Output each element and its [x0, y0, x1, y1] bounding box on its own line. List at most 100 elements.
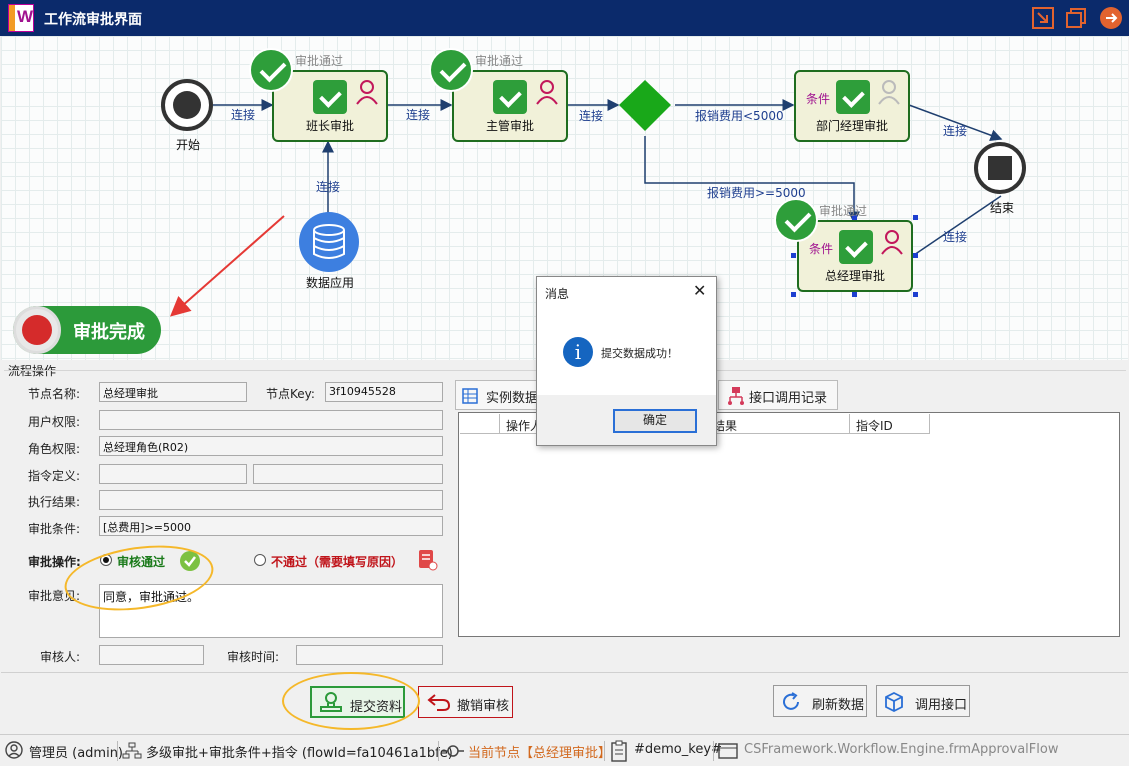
- cmd-def-label: 指令定义:: [28, 469, 81, 483]
- restore-icon[interactable]: [1064, 6, 1088, 30]
- approved-check-icon: [774, 198, 818, 242]
- reject-option-label[interactable]: 不通过（需要填写原因）: [271, 555, 404, 569]
- status-flow: 多级审批+审批条件+指令 (flowId=fa10461a1bfe): [146, 746, 453, 761]
- node-zongjingli[interactable]: 条件 总经理审批: [797, 220, 913, 292]
- clipboard-check-icon: [313, 80, 347, 114]
- end-label: 结束: [990, 201, 1015, 215]
- node-zhuguan[interactable]: 主管审批: [452, 70, 568, 142]
- approve-check-icon: [180, 551, 200, 571]
- clipboard-icon: [611, 740, 627, 762]
- flow-connectors: [161, 79, 1026, 317]
- cmd-def-field-1[interactable]: [99, 464, 247, 484]
- edge-label: 连接: [943, 124, 968, 138]
- op-label: 审批操作:: [28, 555, 81, 569]
- exec-result-field[interactable]: [99, 490, 443, 510]
- review-time-label: 审核时间:: [227, 650, 280, 664]
- reviewer-field[interactable]: [99, 645, 204, 665]
- user-icon: [356, 80, 378, 105]
- group-title: 流程操作: [8, 364, 57, 378]
- workflow-canvas[interactable]: 开始 结束 班长审批 审批通过 主管审批 审批通过 条件 部门经理审批 条件 总…: [1, 36, 1128, 360]
- node-name-label: 节点名称:: [28, 387, 81, 401]
- dialog-footer: 确定: [537, 395, 716, 445]
- role-perm-field[interactable]: 总经理角色(R02): [99, 436, 443, 456]
- network-icon: [728, 387, 744, 405]
- user-perm-field[interactable]: [99, 410, 443, 430]
- close-icon[interactable]: ✕: [693, 281, 707, 300]
- refresh-icon: [783, 692, 799, 710]
- highlight-ellipse: [282, 672, 420, 730]
- window-icon: [718, 743, 738, 759]
- decision-diamond: [619, 80, 671, 131]
- node-key-label: 节点Key:: [266, 387, 315, 401]
- exec-result-label: 执行结果:: [28, 495, 81, 509]
- grid-row-header: [460, 414, 500, 434]
- edge-label: 连接: [943, 230, 968, 244]
- ok-button[interactable]: 确定: [613, 409, 697, 433]
- node-icon: [442, 745, 464, 757]
- role-perm-label: 角色权限:: [28, 442, 81, 456]
- edge-label-lt5000: 报销费用<5000: [695, 109, 784, 123]
- call-api-button[interactable]: 调用接口: [876, 685, 970, 717]
- condition-label: 审批条件:: [28, 522, 81, 536]
- info-icon: i: [563, 337, 593, 367]
- review-time-field[interactable]: [296, 645, 443, 665]
- reviewer-label: 审核人:: [40, 650, 81, 664]
- approve-radio[interactable]: [100, 554, 112, 566]
- approve-option-label[interactable]: 审核通过: [117, 555, 166, 569]
- clipboard-check-icon: [839, 230, 873, 264]
- dialog-message: 提交数据成功！: [601, 347, 678, 360]
- user-icon: [881, 230, 903, 255]
- condition-field[interactable]: [总费用]>=5000: [99, 516, 443, 536]
- grid-col-result[interactable]: 结果: [707, 414, 850, 434]
- approved-check-icon: [429, 48, 473, 92]
- minimize-icon[interactable]: [1031, 6, 1055, 30]
- cmd-def-field-2[interactable]: [253, 464, 443, 484]
- edge-label: 连接: [579, 109, 604, 123]
- node-key-field[interactable]: 3f10945528: [325, 382, 443, 402]
- node-name-field[interactable]: 总经理审批: [99, 382, 247, 402]
- dialog-title: 消息: [545, 287, 570, 301]
- clipboard-check-icon: [836, 80, 870, 114]
- passed-label: 审批通过: [475, 54, 524, 68]
- node-banzhang[interactable]: 班长审批: [272, 70, 388, 142]
- edge-label-ge5000: 报销费用>=5000: [707, 186, 806, 200]
- undo-button[interactable]: 撤销审核: [418, 686, 513, 718]
- approved-check-icon: [249, 48, 293, 92]
- title-bar: [0, 0, 1129, 36]
- grid-col-cmd-id[interactable]: 指令ID: [850, 414, 930, 434]
- node-bumen[interactable]: 条件 部门经理审批: [794, 70, 910, 142]
- reject-radio[interactable]: [254, 554, 266, 566]
- document-error-icon: [419, 550, 438, 571]
- cube-icon: [885, 691, 903, 713]
- user-icon: [536, 80, 558, 105]
- status-key: #demo_key#: [634, 742, 722, 757]
- window-title: 工作流审批界面: [44, 12, 142, 28]
- start-label: 开始: [176, 138, 201, 152]
- opinion-textarea[interactable]: 同意，审批通过。: [99, 584, 443, 638]
- user-icon: [878, 80, 900, 105]
- status-bar: 管理员 (admin) 多级审批+审批条件+指令 (flowId=fa10461…: [0, 734, 1129, 766]
- status-user: 管理员 (admin): [29, 746, 124, 761]
- edge-label: 连接: [231, 108, 256, 122]
- table-icon: [462, 388, 478, 404]
- data-app-label: 数据应用: [306, 276, 355, 290]
- exit-icon[interactable]: [1099, 6, 1123, 30]
- user-perm-label: 用户权限:: [28, 415, 81, 429]
- divider: [1, 672, 1128, 673]
- data-grid[interactable]: 操作人 结果 指令ID: [458, 412, 1120, 637]
- tab-api-log[interactable]: 接口调用记录: [718, 380, 838, 410]
- passed-label: 审批通过: [819, 204, 868, 218]
- opinion-label: 审批意见:: [28, 589, 81, 603]
- status-badge: 审批完成: [13, 306, 161, 354]
- passed-label: 审批通过: [295, 54, 344, 68]
- user-icon: [5, 741, 23, 759]
- message-dialog: 消息 ✕ i 提交数据成功！ 确定: [536, 276, 717, 446]
- refresh-button[interactable]: 刷新数据: [773, 685, 867, 717]
- undo-icon: [427, 694, 451, 711]
- tab-instance-data[interactable]: 实例数据: [455, 380, 545, 410]
- status-current-node: 当前节点【总经理审批】: [468, 746, 612, 761]
- clipboard-check-icon: [493, 80, 527, 114]
- edge-label: 连接: [406, 108, 431, 122]
- app-logo-icon: W: [8, 4, 34, 32]
- status-form-name: CSFramework.Workflow.Engine.frmApprovalF…: [744, 742, 1059, 757]
